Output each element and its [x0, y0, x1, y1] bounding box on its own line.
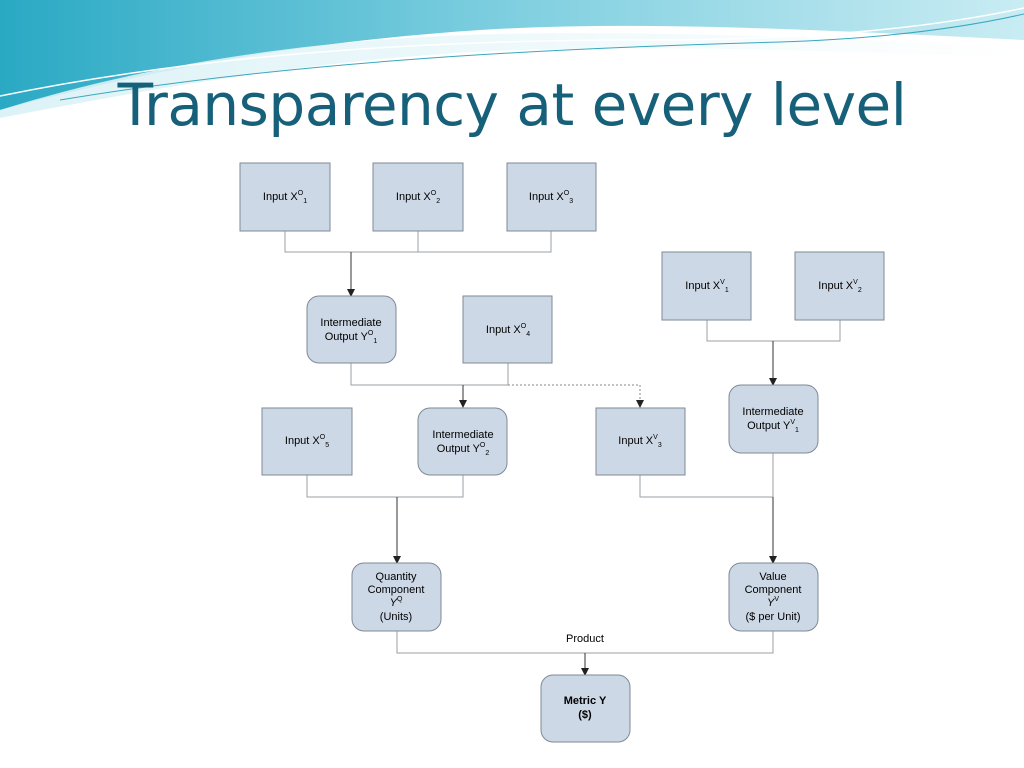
svg-text:Input XV2: Input XV2	[818, 279, 862, 294]
node-input-xo5: Input XO5	[261, 407, 353, 476]
node-intermediate-yv1: Intermediate Output YV1	[728, 384, 819, 454]
node-input-xo3: Input XO3	[506, 162, 597, 232]
svg-text:Component: Component	[745, 584, 802, 596]
connector-lines	[284, 231, 841, 676]
slide-title: Transparency at every level	[117, 71, 907, 139]
svg-text:Value: Value	[759, 571, 786, 583]
node-metric: Metric Y ($)	[540, 674, 631, 743]
header-wave-decoration	[0, 0, 1024, 118]
node-intermediate-yo2: Intermediate Output YO2	[417, 407, 508, 476]
svg-text:Intermediate: Intermediate	[742, 406, 803, 418]
svg-text:Input XO2: Input XO2	[396, 190, 440, 205]
node-input-xo2: Input XO2	[372, 162, 464, 232]
svg-text:(Units): (Units)	[380, 611, 412, 623]
svg-text:Input XO1: Input XO1	[263, 190, 307, 205]
svg-text:Output YO1: Output YO1	[325, 330, 378, 345]
svg-text:Input XO3: Input XO3	[529, 190, 573, 205]
product-label: Product	[566, 633, 604, 645]
node-input-xv3: Input XV3	[595, 407, 686, 476]
node-input-xo1: Input XO1	[239, 162, 331, 232]
svg-text:Output YO2: Output YO2	[437, 442, 490, 457]
svg-text:Metric Y: Metric Y	[564, 695, 607, 707]
node-quantity-component: Quantity Component YQ (Units)	[351, 562, 442, 632]
svg-text:Output YV1: Output YV1	[747, 419, 799, 434]
svg-text:Input XV1: Input XV1	[685, 279, 729, 294]
node-input-xv2: Input XV2	[794, 251, 885, 321]
svg-text:Intermediate: Intermediate	[320, 317, 381, 329]
node-intermediate-yo1: Intermediate Output YO1	[306, 295, 397, 364]
node-input-xo4: Input XO4	[462, 295, 553, 364]
node-value-component: Value Component YV ($ per Unit)	[728, 562, 819, 632]
svg-text:YQ: YQ	[390, 596, 403, 609]
svg-text:Quantity: Quantity	[376, 571, 417, 583]
svg-text:Input XO5: Input XO5	[285, 434, 329, 449]
svg-text:Component: Component	[368, 584, 425, 596]
svg-text:($): ($)	[578, 709, 592, 721]
svg-text:Intermediate: Intermediate	[432, 429, 493, 441]
svg-text:YV: YV	[767, 596, 779, 609]
svg-text:Input XO4: Input XO4	[486, 323, 530, 338]
node-input-xv1: Input XV1	[661, 251, 752, 321]
svg-text:Input XV3: Input XV3	[618, 434, 662, 449]
svg-text:($ per Unit): ($ per Unit)	[745, 611, 800, 623]
